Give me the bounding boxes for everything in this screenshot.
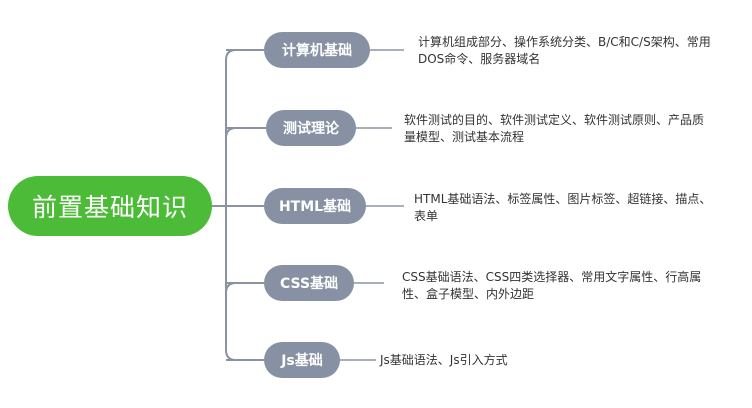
topic-css-basics[interactable]: CSS基础 — [264, 265, 354, 301]
topic-html-basics[interactable]: HTML基础 — [264, 188, 366, 224]
description-line: Js基础语法、Js引入方式 — [380, 353, 508, 367]
topic-description: HTML基础语法、标签属性、图片标签、超链接、描点、 表单 — [414, 191, 711, 225]
topic-testing-theory[interactable]: 测试理论 — [266, 110, 356, 146]
root-node[interactable]: 前置基础知识 — [8, 176, 212, 236]
description-line: HTML基础语法、标签属性、图片标签、超链接、描点、 — [414, 192, 712, 206]
description-line: 软件测试的目的、软件测试定义、软件测试原则、产品质 — [404, 113, 705, 127]
description-line: 表单 — [414, 209, 439, 223]
description-line: 量模型、测试基本流程 — [404, 130, 525, 144]
branch-line — [225, 282, 237, 294]
topic-description: 计算机组成部分、操作系统分类、B/C和C/S架构、常用 DOS命令、服务器域名 — [418, 34, 711, 68]
topic-computer-basics[interactable]: 计算机基础 — [264, 32, 370, 68]
description-line: 计算机组成部分、操作系统分类、B/C和C/S架构、常用 — [418, 35, 711, 49]
topic-description: CSS基础语法、CSS四类选择器、常用文字属性、行高属 性、盒子模型、内外边距 — [402, 269, 701, 303]
description-line: DOS命令、服务器域名 — [418, 52, 541, 66]
description-line: CSS基础语法、CSS四类选择器、常用文字属性、行高属 — [402, 270, 702, 284]
topic-js-basics[interactable]: Js基础 — [264, 342, 340, 378]
topic-description: Js基础语法、Js引入方式 — [380, 352, 508, 369]
topic-description: 软件测试的目的、软件测试定义、软件测试原则、产品质 量模型、测试基本流程 — [404, 112, 704, 146]
description-line: 性、盒子模型、内外边距 — [402, 287, 535, 301]
branch-line — [225, 127, 237, 139]
